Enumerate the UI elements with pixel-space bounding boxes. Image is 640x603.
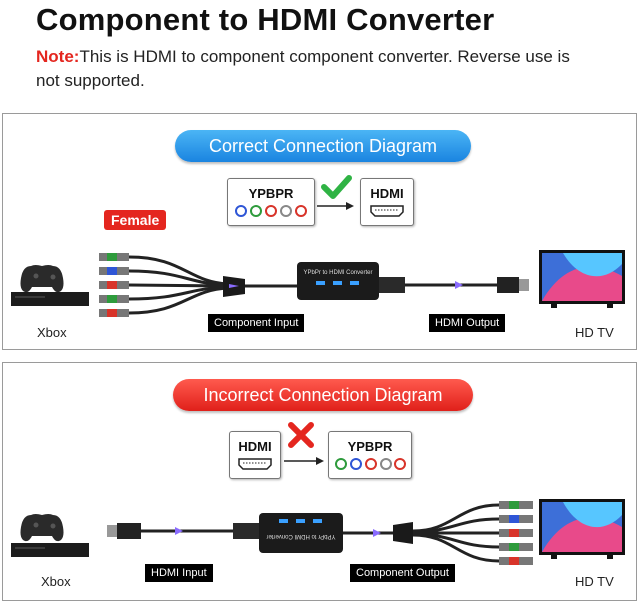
correct-arrow (317, 202, 354, 210)
hdmi-output-tag: HDMI Output (429, 314, 506, 332)
note: Note:This is HDMI to component component… (36, 45, 596, 93)
rca-connector-icons (235, 205, 307, 217)
correct-diagram-heading: Correct Connection Diagram (175, 130, 471, 162)
page-title: Component to HDMI Converter (36, 2, 495, 37)
source-box-label: HDMI (238, 439, 272, 454)
right-device-label: HD TV (575, 325, 614, 340)
source-box: HDMI (229, 431, 281, 479)
component-output-tag: Component Output (350, 564, 455, 582)
rca-connector-icons (335, 458, 406, 470)
incorrect-diagram-panel: Incorrect Connection Diagram HDMI YPBPR (2, 362, 637, 601)
target-box: HDMI (360, 178, 414, 226)
cross-icon (288, 422, 314, 448)
note-text: This is HDMI to component component conv… (36, 47, 570, 90)
left-device-label: Xbox (41, 574, 71, 589)
hdmi-port-icon (370, 205, 404, 217)
right-device-label: HD TV (575, 574, 614, 589)
source-box: YPBPR (227, 178, 315, 226)
hdmi-input-tag: HDMI Input (145, 564, 213, 582)
correct-connection-drawing: YPbPr to HDMI Converter (11, 250, 625, 317)
source-box-label: YPBPR (248, 186, 294, 201)
target-box: YPBPR (328, 431, 412, 479)
component-input-tag: Component Input (208, 314, 305, 332)
incorrect-arrow (284, 457, 324, 465)
correct-diagram-panel: Correct Connection Diagram YPBPR HDMI Fe… (2, 113, 637, 350)
target-box-label: YPBPR (347, 439, 393, 454)
incorrect-diagram-heading: Incorrect Connection Diagram (173, 379, 473, 411)
hdmi-port-icon (238, 458, 272, 470)
target-box-label: HDMI (370, 186, 404, 201)
incorrect-connection-drawing: YPbPr to HDMI Converter (11, 499, 625, 565)
note-label: Note: (36, 47, 80, 66)
left-device-label: Xbox (37, 325, 67, 340)
converter-label: YPbPr to HDMI Converter (303, 270, 372, 276)
female-tag: Female (104, 210, 167, 230)
converter-label: YPbPr to HDMI Converter (266, 533, 335, 539)
check-icon (321, 175, 352, 199)
